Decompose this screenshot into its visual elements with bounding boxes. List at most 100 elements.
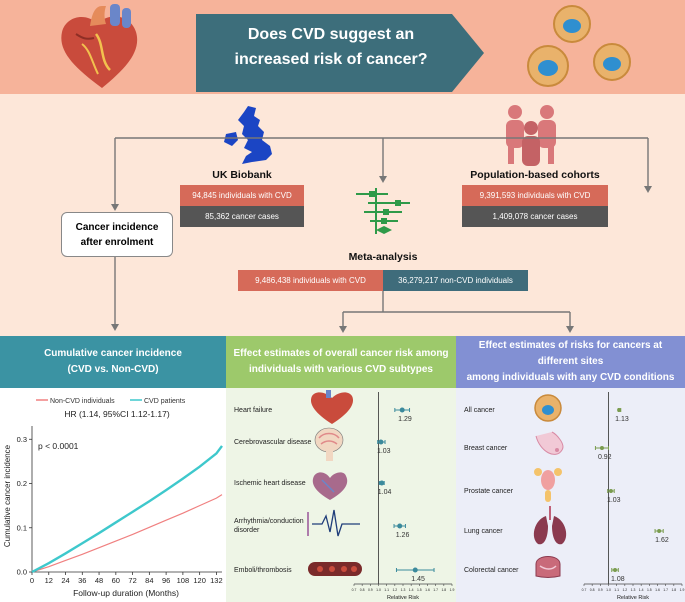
point-estimate (412, 567, 418, 573)
panel3-line-2: among individuals with any CVD condition… (466, 372, 675, 383)
estimate-label: 1.04 (378, 489, 392, 496)
panel1-line-1: Cumulative cancer incidence (44, 348, 182, 359)
point-estimate (397, 523, 403, 529)
rr-tick-label: 1.6 (655, 588, 660, 592)
cohorts-cvd-bar: 9,391,593 individuals with CVD (462, 185, 608, 206)
rr-tick-label: 0.9 (598, 588, 603, 592)
row-label: Heart failure (234, 407, 272, 414)
rr-tick-label: 1.4 (639, 588, 644, 592)
rr-tick-label: 0.7 (582, 588, 587, 592)
row-label: Ischemic heart disease (234, 480, 306, 487)
rr-tick-label: 1.7 (433, 588, 438, 592)
brain-icon (314, 427, 344, 461)
banner-line-2: increased risk of cancer? (234, 51, 428, 68)
rr-tick-label: 1.3 (631, 588, 636, 592)
x-tick-label: 0 (30, 576, 34, 585)
estimate-label: 0.92 (598, 454, 612, 461)
banner-arrow (196, 14, 484, 92)
x-tick-label: 36 (78, 576, 86, 585)
cvd-curve (31, 445, 223, 574)
point-estimate (378, 439, 384, 445)
banner-line-1: Does CVD suggest an (247, 26, 415, 43)
rr-tick-label: 1.8 (441, 588, 446, 592)
arrhythmia-ecg-icon (307, 509, 360, 537)
y-tick-label: 0.1 (17, 523, 27, 532)
x-tick-label: 48 (95, 576, 103, 585)
x-axis-title: Follow-up duration (Months) (73, 588, 179, 598)
estimate-label: 1.45 (411, 576, 425, 583)
rr-tick-label: 1.0 (606, 588, 611, 592)
rr-tick-label: 0.8 (360, 588, 365, 592)
heart-icon (61, 4, 138, 88)
point-estimate (608, 489, 613, 493)
rr-tick-label: 0.8 (590, 588, 595, 592)
legend-label-non-cvd: Non-CVD individuals (50, 398, 115, 405)
uk-biobank-cases-bar: 85,362 cancer cases (180, 206, 304, 227)
rr-tick-label: 1.4 (409, 588, 414, 592)
cumulative-incidence-chart: Non-CVD individuals CVD patients HR (1.1… (3, 398, 223, 598)
rr-tick-label: 1.3 (401, 588, 406, 592)
row-label: Colorectal cancer (464, 567, 519, 574)
forest-row: Prostate cancer 1.03 (464, 488, 621, 504)
cancer-incidence-box: Cancer incidence after enrolment (61, 212, 173, 257)
estimate-label: 1.26 (396, 532, 410, 539)
y-axis-title: Cumulative cancer incidence (3, 444, 12, 547)
x-tick-label: 60 (112, 576, 120, 585)
estimate-label: 1.62 (655, 537, 669, 544)
panel1-line-2: (CVD vs. Non-CVD) (67, 364, 159, 375)
x-tick-label: 96 (162, 576, 170, 585)
rr-tick-label: 0.7 (352, 588, 357, 592)
y-tick-label: 0.0 (17, 568, 27, 577)
cohorts-cases-bar: 1,409,078 cancer cases (462, 206, 608, 227)
lungs-icon (533, 506, 567, 545)
non-cvd-curve (31, 494, 223, 573)
point-estimate (617, 408, 622, 412)
row-label-cont: disorder (234, 527, 260, 534)
x-tick-label: 72 (128, 576, 136, 585)
rr-tick-label: 1.9 (680, 588, 685, 592)
panel3-background (456, 388, 685, 602)
row-label: Prostate cancer (464, 488, 514, 495)
rr-tick-label: 1.2 (622, 588, 627, 592)
forest-row: Ischemic heart disease 1.04 (234, 480, 391, 496)
meta-cvd-bar: 9,486,438 individuals with CVD (238, 270, 383, 291)
banner-question: Does CVD suggest an increased risk of ca… (206, 22, 456, 84)
estimate-label: 1.08 (611, 576, 625, 583)
x-tick-label: 24 (61, 576, 69, 585)
rr-axis-title: Relative Risk (387, 595, 419, 601)
meta-analysis-title: Meta-analysis (348, 251, 418, 263)
y-tick-label: 0.3 (17, 435, 27, 444)
panel3-line-1: Effect estimates of risks for cancers at… (478, 340, 663, 367)
thrombosis-vessel-icon (308, 562, 362, 576)
rr-tick-label: 1.1 (384, 588, 389, 592)
uk-biobank-cvd-bar: 94,845 individuals with CVD (180, 185, 304, 206)
point-estimate (599, 446, 604, 450)
rr-tick-label: 1.5 (417, 588, 422, 592)
x-tick-label: 84 (145, 576, 153, 585)
estimate-label: 1.03 (607, 497, 621, 504)
estimate-label: 1.03 (377, 448, 391, 455)
cohorts-title: Population-based cohorts (470, 169, 600, 181)
point-estimate (613, 568, 618, 572)
x-tick-label: 12 (45, 576, 53, 585)
ischemic-heart-icon (312, 472, 348, 500)
rr-tick-label: 1.5 (647, 588, 652, 592)
incidence-line-2: after enrolment (80, 236, 154, 248)
breast-icon (535, 431, 564, 455)
x-tick-label: 120 (193, 576, 206, 585)
people-icon (506, 105, 556, 166)
panel1-header: Cumulative cancer incidence (CVD vs. Non-… (0, 336, 226, 388)
meta-non-cvd-bar: 36,279,217 non-CVD individuals (383, 270, 528, 291)
rr-tick-label: 1.1 (614, 588, 619, 592)
forest-row: Colorectal cancer 1.08 (464, 567, 625, 583)
panel2-line-1: Effect estimates of overall cancer risk … (233, 348, 449, 359)
x-tick-label: 132 (210, 576, 223, 585)
